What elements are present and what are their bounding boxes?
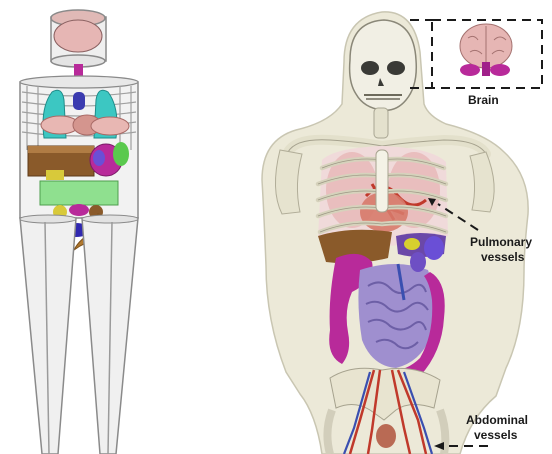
pulmonary-label-line2: vessels (481, 250, 525, 264)
abdominal-label: Abdominal (466, 413, 528, 427)
voxel-phantom (262, 12, 528, 454)
abdominal-label-line2: vessels (474, 428, 518, 442)
small-intestine (40, 181, 118, 205)
brain-callout: Brain (410, 20, 542, 107)
phantom-head (51, 10, 106, 67)
brain-label: Brain (468, 93, 499, 107)
brain-inset (460, 24, 512, 76)
spleen (424, 236, 444, 260)
stylized-phantom (20, 10, 138, 454)
kidney (410, 252, 426, 272)
phantom-legs (20, 215, 138, 454)
pulmonary-label: Pulmonary (470, 235, 532, 249)
sternum (376, 150, 388, 212)
skull (350, 20, 417, 110)
